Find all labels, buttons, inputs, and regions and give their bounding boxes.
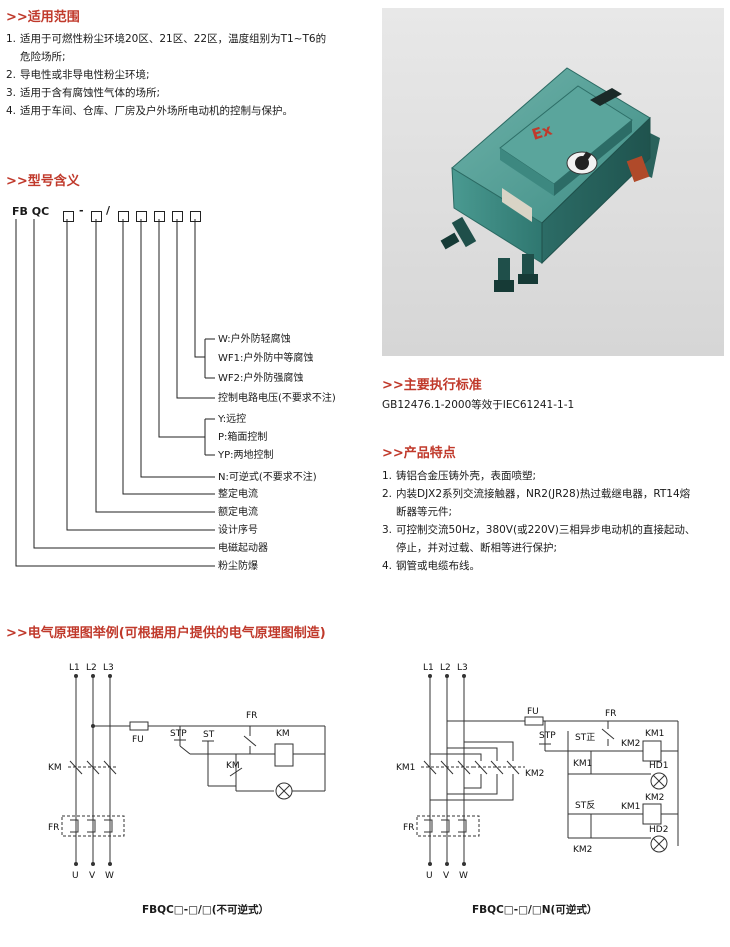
- model-title: >>型号含义: [6, 174, 80, 189]
- label-hd2: HD2: [649, 825, 668, 835]
- standard-title: >>主要执行标准: [382, 378, 482, 393]
- label-fu: FU: [132, 735, 144, 745]
- model-code-prefix: FB QC: [12, 205, 50, 218]
- label-hd1: HD1: [649, 761, 668, 771]
- list-item-number: 1.: [6, 33, 17, 45]
- label-fr-top: FR: [246, 711, 257, 721]
- scope-title: >>适用范围: [6, 10, 80, 25]
- reversible-circuit-diagram: L1 L2 L3 FU STP ST正 ST反 FR KM1 KM2 KM1 K…: [396, 663, 679, 881]
- model-code-dash: -: [79, 204, 84, 217]
- model-label: YP:两地控制: [218, 450, 274, 461]
- model-label: N:可逆式(不要求不注): [218, 472, 317, 483]
- list-item-text: 适用于车间、仓库、厂房及户外场所电动机的控制与保护。: [20, 105, 293, 117]
- label-st-forward: ST正: [575, 733, 595, 743]
- list-item-text: 铸铝合金压铸外壳，表面喷塑;: [396, 470, 537, 482]
- list-item-text: 危险场所;: [20, 51, 66, 63]
- model-label: 控制电路电压(不要求不注): [218, 393, 336, 404]
- label-km1-main: KM1: [396, 763, 415, 773]
- model-label: W:户外防轻腐蚀: [218, 334, 291, 345]
- label-fu: FU: [527, 707, 539, 717]
- list-item-number: 2.: [382, 488, 393, 500]
- label-km2-main: KM2: [525, 769, 544, 779]
- label-st-reverse: ST反: [575, 800, 595, 811]
- label-km1-interlock: KM1: [621, 802, 640, 812]
- model-label: 设计序号: [218, 525, 258, 536]
- ex-badge-text: Ex: [530, 120, 555, 143]
- standard-text: GB12476.1-2000等效于IEC61241-1-1: [382, 399, 575, 411]
- model-label: 电磁起动器: [218, 543, 268, 554]
- list-item: 2.内装DJX2系列交流接触器，NR2(JR28)热过载继电器，RT14熔: [382, 485, 695, 503]
- model-label: 额定电流: [218, 507, 258, 518]
- model-leader-lines: [15, 219, 215, 567]
- list-item-text: 适用于可燃性粉尘环境20区、21区、22区，温度组别为T1~T6的: [20, 33, 327, 45]
- list-item: 断器等元件;: [382, 503, 695, 521]
- list-item: 1.适用于可燃性粉尘环境20区、21区、22区，温度组别为T1~T6的: [6, 30, 326, 48]
- list-item: 4.钢管或电缆布线。: [382, 557, 695, 575]
- list-item-text: 内装DJX2系列交流接触器，NR2(JR28)热过载继电器，RT14熔: [396, 488, 691, 500]
- model-label: P:箱面控制: [218, 432, 268, 443]
- list-item-number: 3.: [382, 524, 393, 536]
- label-l1: L1: [423, 663, 434, 673]
- label-l2: L2: [86, 663, 97, 673]
- list-item-text: 钢管或电缆布线。: [396, 560, 480, 572]
- list-item-text: 停止，并对过载、断相等进行保护;: [396, 542, 558, 554]
- list-item: 停止，并对过载、断相等进行保护;: [382, 539, 695, 557]
- model-label: 粉尘防爆: [218, 561, 258, 572]
- features-title: >>产品特点: [382, 446, 456, 461]
- list-item-text: 导电性或非导电性粉尘环境;: [20, 69, 150, 81]
- label-stp: STP: [539, 731, 556, 741]
- label-l3: L3: [103, 663, 114, 673]
- diagram-title: >>电气原理图举例(可根据用户提供的电气原理图制造): [6, 626, 326, 641]
- label-km-aux: KM: [226, 761, 240, 771]
- model-label: Y:远控: [218, 414, 247, 425]
- model-code-slash: /: [106, 204, 111, 217]
- label-l3: L3: [457, 663, 468, 673]
- list-item: 2.导电性或非导电性粉尘环境;: [6, 66, 326, 84]
- label-st: ST: [203, 730, 215, 740]
- scope-list: 1.适用于可燃性粉尘环境20区、21区、22区，温度组别为T1~T6的危险场所;…: [6, 30, 326, 120]
- features-list: 1.铸铝合金压铸外壳，表面喷塑;2.内装DJX2系列交流接触器，NR2(JR28…: [382, 467, 695, 575]
- list-item: 1.铸铝合金压铸外壳，表面喷塑;: [382, 467, 695, 485]
- explosion-proof-enclosure-illustration: Ex: [440, 67, 660, 292]
- code-box: [62, 206, 75, 225]
- label-km2-coil: KM2: [645, 793, 664, 803]
- label-km1-aux: KM1: [573, 759, 592, 769]
- list-item: 3.适用于含有腐蚀性气体的场所;: [6, 84, 326, 102]
- model-label: WF1:户外防中等腐蚀: [218, 353, 314, 364]
- label-km-coil: KM: [276, 729, 290, 739]
- list-item-number: 4.: [382, 560, 393, 572]
- list-item-number: 1.: [382, 470, 393, 482]
- list-item: 危险场所;: [6, 48, 326, 66]
- label-u: U: [72, 871, 79, 881]
- label-km-main: KM: [48, 763, 62, 773]
- list-item-text: 适用于含有腐蚀性气体的场所;: [20, 87, 161, 99]
- list-item-number: 2.: [6, 69, 17, 81]
- list-item-number: 3.: [6, 87, 17, 99]
- model-label: WF2:户外防强腐蚀: [218, 373, 304, 384]
- list-item: 4.适用于车间、仓库、厂房及户外场所电动机的控制与保护。: [6, 102, 326, 120]
- list-item: 3.可控制交流50Hz，380V(或220V)三相异步电动机的直接起动、: [382, 521, 695, 539]
- list-item-text: 断器等元件;: [396, 506, 453, 518]
- label-fr-top: FR: [605, 709, 616, 719]
- label-l1: L1: [69, 663, 80, 673]
- label-km2-aux: KM2: [573, 845, 592, 855]
- label-stp: STP: [170, 729, 187, 739]
- non-reversible-circuit-diagram: L1 L2 L3 FU STP ST FR KM KM KM FR U V W: [48, 663, 326, 881]
- label-km1-coil: KM1: [645, 729, 664, 739]
- label-v: V: [89, 871, 96, 881]
- label-fr-main: FR: [48, 823, 59, 833]
- list-item-text: 可控制交流50Hz，380V(或220V)三相异步电动机的直接起动、: [396, 524, 696, 536]
- right-diagram-caption: FBQC□-□/□N(可逆式）: [472, 904, 598, 916]
- label-v: V: [443, 871, 450, 881]
- label-u: U: [426, 871, 433, 881]
- product-photo: Ex: [382, 8, 724, 356]
- label-fr-main: FR: [403, 823, 414, 833]
- left-diagram-caption: FBQC□-□/□(不可逆式）: [142, 904, 270, 916]
- label-w: W: [105, 871, 114, 881]
- label-km2-interlock: KM2: [621, 739, 640, 749]
- label-w: W: [459, 871, 468, 881]
- model-label: 整定电流: [218, 489, 258, 500]
- label-l2: L2: [440, 663, 451, 673]
- list-item-number: 4.: [6, 105, 17, 117]
